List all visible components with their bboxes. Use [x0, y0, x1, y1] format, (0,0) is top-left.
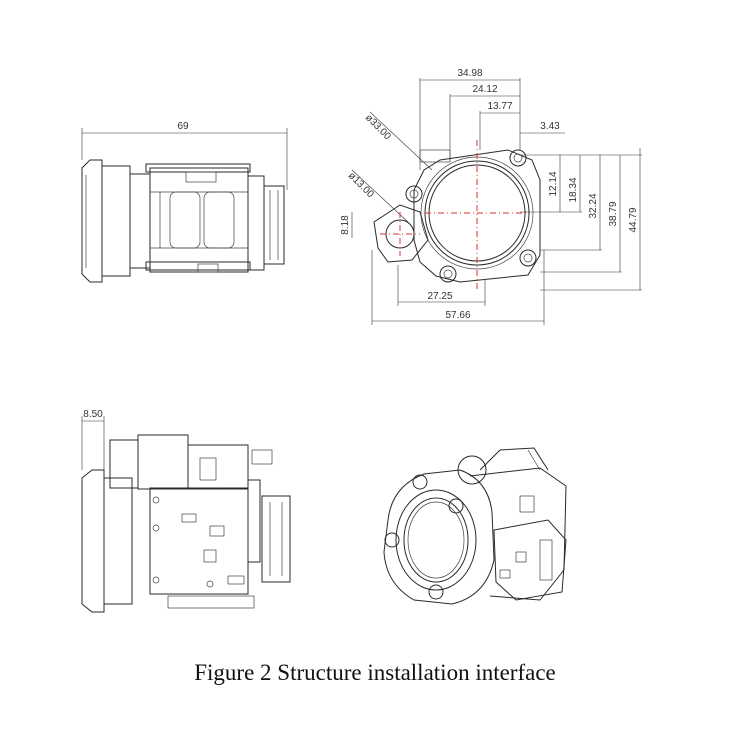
- dim-dia-13: ø13.00: [346, 170, 376, 200]
- dim-57-66: 57.66: [445, 310, 470, 321]
- dim-24-12: 24.12: [472, 84, 497, 95]
- isometric-view: [383, 447, 567, 605]
- dim-side-width: 69: [177, 121, 189, 132]
- dim-34-98: 34.98: [457, 68, 482, 79]
- top-view: 8.50: [81, 409, 291, 613]
- dim-27-25: 27.25: [427, 291, 452, 302]
- front-view: 34.98 24.12 13.77 3.43 ø33.00 ø13.00 8.1…: [340, 68, 642, 325]
- dim-44-79: 44.79: [628, 207, 639, 232]
- dim-8-18: 8.18: [340, 215, 351, 235]
- dim-12-14: 12.14: [548, 171, 559, 196]
- side-view: 69: [81, 121, 288, 283]
- dim-38-79: 38.79: [608, 201, 619, 226]
- dim-18-34: 18.34: [568, 177, 579, 202]
- dim-3-43: 3.43: [540, 121, 560, 132]
- dim-top-offset: 8.50: [83, 409, 103, 420]
- figure-caption: Figure 2 Structure installation interfac…: [194, 660, 556, 685]
- dim-32-24: 32.24: [588, 193, 599, 218]
- dim-13-77: 13.77: [487, 101, 512, 112]
- dim-dia-33: ø33.00: [363, 112, 393, 142]
